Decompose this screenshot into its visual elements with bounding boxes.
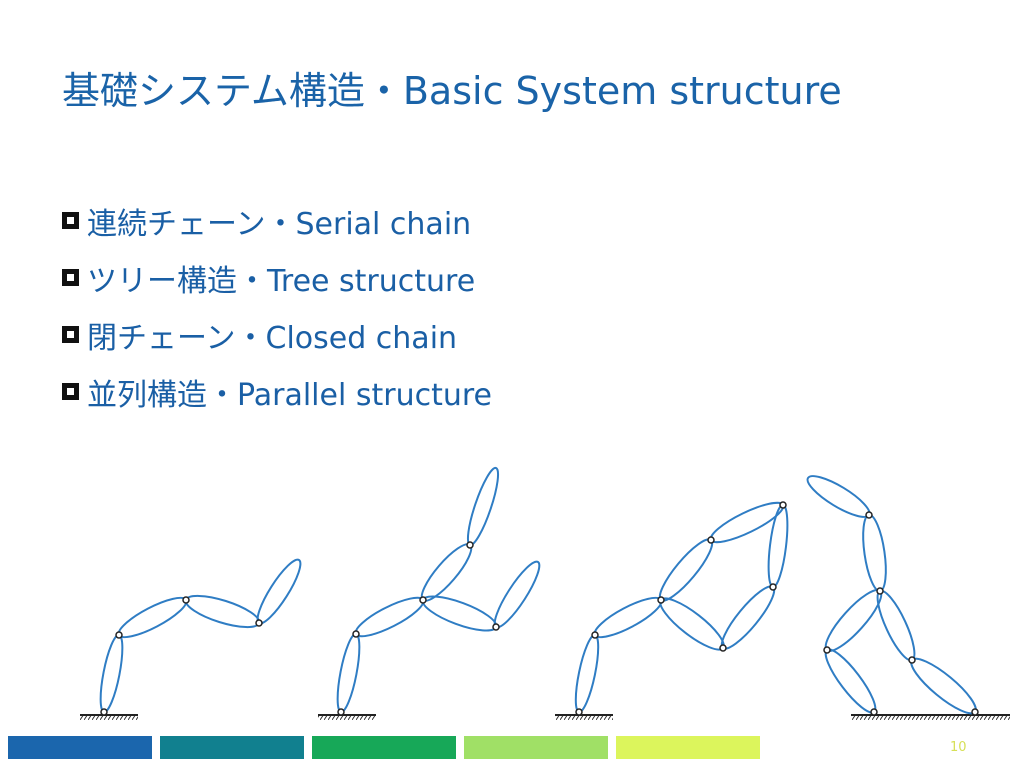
bullet-closed-chain: 閉チェーン・Closed chain: [62, 306, 492, 363]
link-end: [256, 558, 302, 625]
square-bullet-icon: [62, 383, 79, 400]
link: [354, 596, 425, 638]
link: [336, 632, 361, 714]
ground-hatch-icon: [555, 714, 613, 720]
bullet-text: 並列構造・Parallel structure: [87, 377, 492, 413]
ground-hatch-icon: [318, 714, 376, 720]
joint-icon: [769, 583, 777, 591]
ground-hatch-icon: [851, 714, 1010, 720]
joint-icon: [876, 587, 884, 595]
ground-hatch: [555, 715, 613, 720]
tree-structure-diagram: [318, 466, 541, 720]
square-bullet-icon: [62, 212, 79, 229]
ground-hatch: [851, 715, 1010, 720]
footer-block-5: [616, 736, 760, 759]
joint-icon: [575, 708, 583, 716]
link-end: [806, 475, 871, 518]
ground-hatch-icon: [80, 714, 138, 720]
bullet-tree-structure: ツリー構造・Tree structure: [62, 249, 492, 306]
link: [767, 503, 789, 589]
page-number: 10: [950, 740, 967, 755]
joint-icon: [719, 644, 727, 652]
bullet-text: ツリー構造・Tree structure: [87, 263, 476, 299]
joint-icon: [870, 708, 878, 716]
square-bullet-icon: [62, 269, 79, 286]
link-end: [493, 560, 541, 629]
joint-icon: [908, 656, 916, 664]
joint-icon: [115, 631, 123, 639]
link: [876, 589, 916, 662]
footer-block-4: [464, 736, 608, 759]
link: [658, 538, 714, 602]
footer-block-1: [8, 736, 152, 759]
link: [910, 657, 977, 715]
bullet-text: 閉チェーン・Closed chain: [87, 320, 458, 356]
joint-icon: [591, 631, 599, 639]
link-end: [466, 466, 500, 547]
link: [709, 501, 785, 544]
link: [184, 594, 261, 629]
joint-icon: [779, 501, 787, 509]
footer-block-3: [312, 736, 456, 759]
joint-icon: [182, 596, 190, 604]
joint-icon: [657, 596, 665, 604]
footer-block-2: [160, 736, 304, 759]
closed-chain-diagram: [555, 501, 789, 720]
bullet-text: 連続チェーン・Serial chain: [87, 206, 472, 242]
joint-icon: [466, 541, 474, 549]
joint-icon: [707, 536, 715, 544]
joint-icon: [352, 630, 360, 638]
joint-icon: [419, 596, 427, 604]
serial-chain-diagram: [80, 558, 302, 720]
link: [824, 648, 877, 714]
ground-hatch: [80, 715, 138, 720]
linkage-diagrams: [80, 466, 1010, 720]
joint-icon: [100, 708, 108, 716]
slide-title: 基礎システム構造・Basic System structure: [62, 69, 842, 113]
ground-hatch: [318, 715, 376, 720]
link: [574, 633, 600, 714]
joint-icon: [823, 646, 831, 654]
joint-icon: [971, 708, 979, 716]
joint-icon: [255, 619, 263, 627]
footer-color-bar: [8, 736, 768, 759]
link: [421, 595, 498, 632]
joint-icon: [337, 708, 345, 716]
link: [420, 543, 473, 602]
joint-icon: [865, 511, 873, 519]
bullet-parallel-structure: 並列構造・Parallel structure: [62, 363, 492, 420]
square-bullet-icon: [62, 326, 79, 343]
link: [862, 513, 887, 593]
link: [593, 596, 663, 639]
parallel-structure-diagram: [806, 475, 1010, 720]
bullet-serial-chain: 連続チェーン・Serial chain: [62, 192, 492, 249]
joint-icon: [492, 623, 500, 631]
link: [99, 633, 124, 714]
link: [720, 585, 776, 650]
bullet-list: 連続チェーン・Serial chain ツリー構造・Tree structure…: [62, 192, 492, 420]
link: [117, 596, 188, 639]
